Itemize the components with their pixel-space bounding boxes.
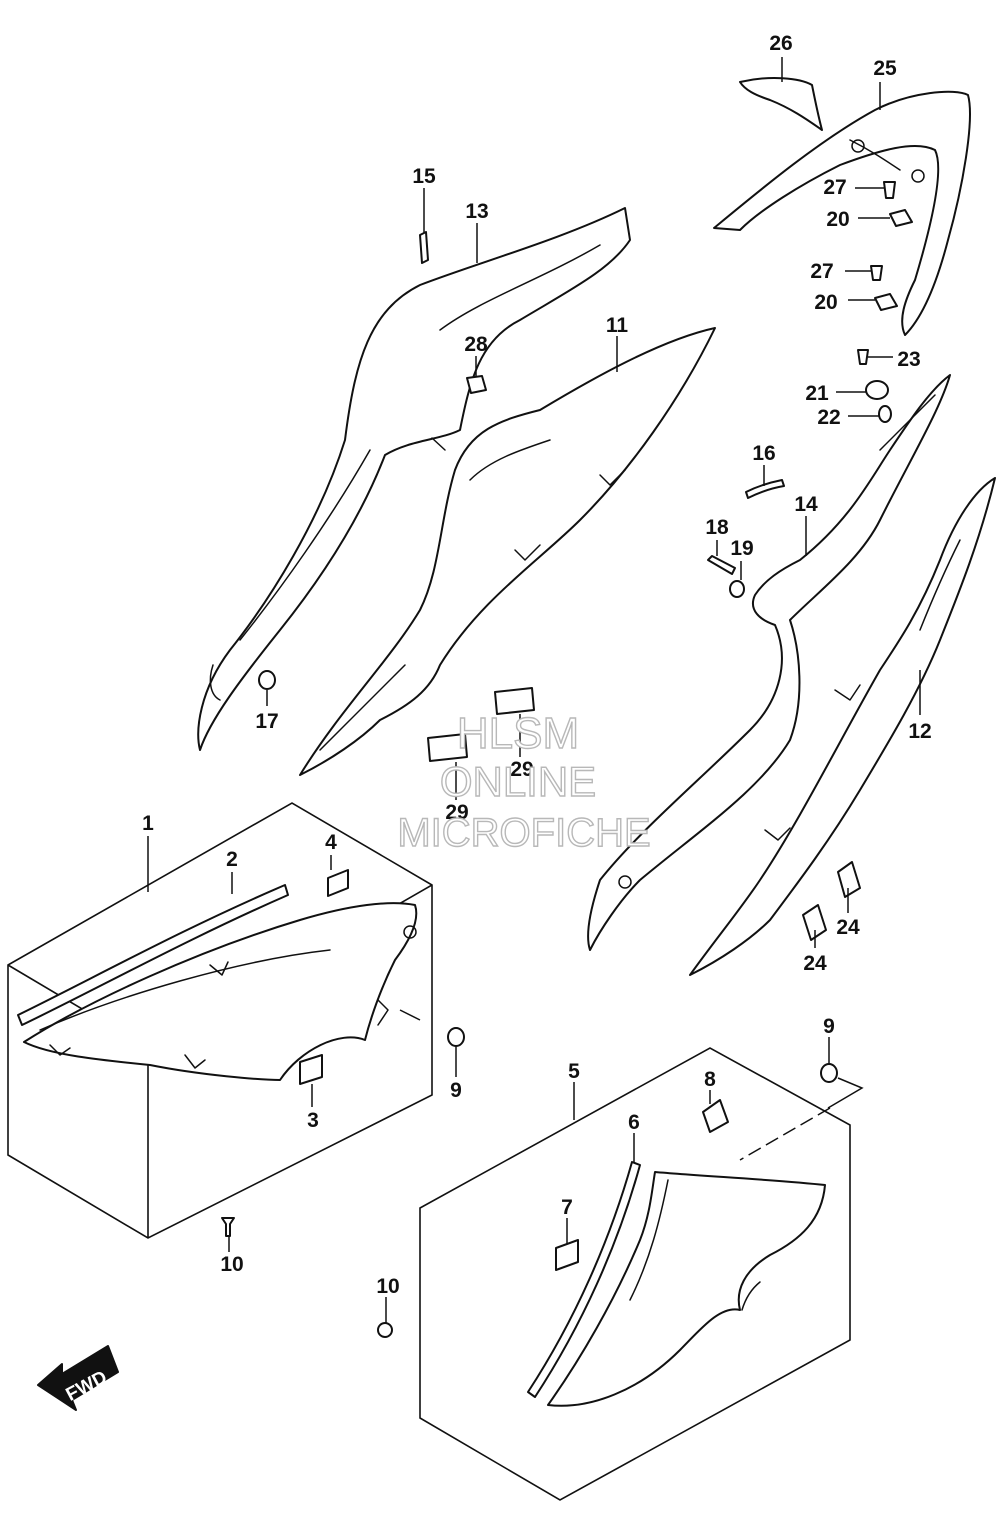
label-7: [555, 1239, 579, 1271]
callout-2: 2: [226, 848, 238, 871]
callout-8: 8: [704, 1068, 716, 1091]
grommet-17: [258, 670, 276, 690]
callout-1: 1: [142, 812, 154, 835]
callout-24a: 24: [836, 916, 860, 939]
callout-20a: 20: [826, 208, 849, 231]
label-8: [702, 1099, 729, 1133]
callout-11: 11: [606, 314, 629, 337]
callout-18: 18: [705, 516, 729, 539]
screw-27b: [870, 265, 883, 281]
pad-24b: [802, 904, 827, 941]
emblem-26: [739, 77, 823, 131]
watermark-line-1: HLSM: [457, 709, 579, 758]
watermark-line-3: MICROFICHE: [397, 811, 650, 855]
rivet-10a: [221, 1217, 235, 1237]
callout-6: 6: [628, 1111, 640, 1134]
callout-22: 22: [817, 406, 840, 429]
grommet-9a: [447, 1027, 465, 1047]
callout-20b: 20: [814, 291, 837, 314]
callout-13: 13: [465, 200, 488, 223]
callout-4: 4: [325, 831, 337, 854]
label-3: [299, 1054, 323, 1085]
callout-7: 7: [561, 1196, 573, 1219]
strip-15: [419, 231, 429, 264]
nut-20a: [889, 209, 913, 227]
callout-10a: 10: [220, 1253, 243, 1276]
callout-16: 16: [752, 442, 775, 465]
pad-29b: [427, 733, 468, 762]
screw-23: [857, 349, 869, 365]
side-cover-5: [547, 1171, 826, 1407]
callout-27a: 27: [823, 176, 846, 199]
watermark-line-2: ONLINE: [440, 758, 596, 805]
moulding-2: [17, 884, 289, 1026]
center-cover-11: [299, 327, 716, 776]
callout-14: 14: [794, 493, 818, 516]
callout-19: 19: [730, 537, 753, 560]
callout-28: 28: [464, 333, 488, 356]
frame-cover-right-14: [587, 374, 951, 951]
leader-lines: [147, 57, 921, 1323]
callout-26: 26: [769, 32, 792, 55]
callout-24b: 24: [803, 952, 827, 975]
callout-29b: 29: [445, 801, 468, 824]
forward-arrow-icon: FWD: [37, 1345, 119, 1411]
kit-box-5: [419, 1047, 851, 1501]
strip-16: [745, 479, 785, 499]
callout-27b: 27: [810, 260, 833, 283]
rivet-10b: [377, 1322, 393, 1338]
pad-29a: [494, 687, 535, 715]
nut-20b: [874, 293, 898, 311]
callout-9a: 9: [450, 1079, 462, 1102]
callout-23: 23: [897, 348, 920, 371]
callout-labels: 1 2 3 4 5 6 7 8 9 9 10 10 11 12 13 14 15…: [142, 32, 932, 1298]
callout-9b: 9: [823, 1015, 835, 1038]
callout-17: 17: [255, 710, 278, 733]
callout-15: 15: [412, 165, 436, 188]
callout-3: 3: [307, 1109, 319, 1132]
watermark: HLSM ONLINE MICROFICHE: [397, 708, 652, 855]
callout-21: 21: [805, 382, 829, 405]
screw-27a: [883, 181, 896, 199]
trim-6: [527, 1161, 641, 1398]
pad-24a: [837, 861, 861, 898]
grommet-9b: [820, 1063, 838, 1083]
callout-29a: 29: [510, 758, 533, 781]
collar-19: [729, 580, 745, 598]
collar-22: [878, 405, 892, 423]
callout-12: 12: [908, 720, 931, 743]
callout-5: 5: [568, 1060, 580, 1083]
tail-cover-25: [713, 90, 971, 336]
lower-cover-12: [689, 477, 996, 976]
callout-10b: 10: [376, 1275, 399, 1298]
hardware: [221, 181, 913, 1338]
side-cover-1: [23, 902, 418, 1081]
screw-18: [707, 555, 736, 575]
callout-25: 25: [873, 57, 897, 80]
label-4: [327, 869, 349, 897]
damper-21: [865, 380, 889, 400]
clip-28: [466, 375, 487, 394]
